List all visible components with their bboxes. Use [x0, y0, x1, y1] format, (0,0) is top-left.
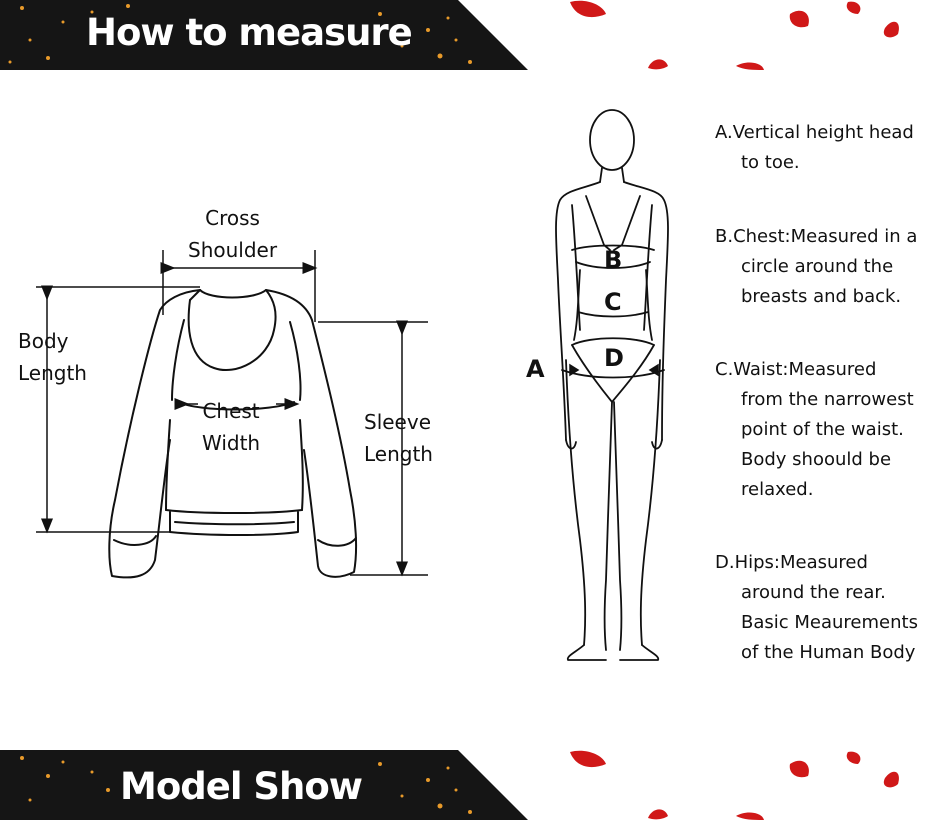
description-a: A.Vertical height head to toe. — [715, 122, 914, 173]
marker-c: C — [604, 288, 622, 316]
header-banner-how-to-measure: How to measure — [0, 0, 530, 70]
body-length-label: Body Length — [18, 329, 87, 385]
banner-background — [0, 0, 528, 70]
marker-a: A — [526, 355, 545, 383]
header-banner-model-show: Model Show — [0, 750, 530, 820]
chest-width-label: Chest Width — [202, 399, 261, 455]
sleeve-length-label: Sleeve Length — [364, 410, 433, 466]
cross-shoulder-label: Cross Shoulder — [188, 206, 278, 262]
human-body-figure — [555, 109, 669, 661]
section-title: Model Show — [120, 765, 363, 808]
sweater-diagram — [36, 250, 428, 579]
rose-petals-decoration — [570, 0, 899, 70]
description-c: C.Waist:Measured from the narrowest poin… — [715, 359, 914, 500]
description-d: D.Hips:Measured around the rear. Basic M… — [715, 552, 918, 663]
description-b: B.Chest:Measured in a circle around the … — [715, 226, 918, 307]
marker-b: B — [604, 246, 623, 274]
marker-d: D — [604, 344, 624, 372]
banner-background — [0, 750, 528, 820]
rose-petals-decoration — [570, 750, 899, 820]
section-title: How to measure — [86, 11, 413, 54]
